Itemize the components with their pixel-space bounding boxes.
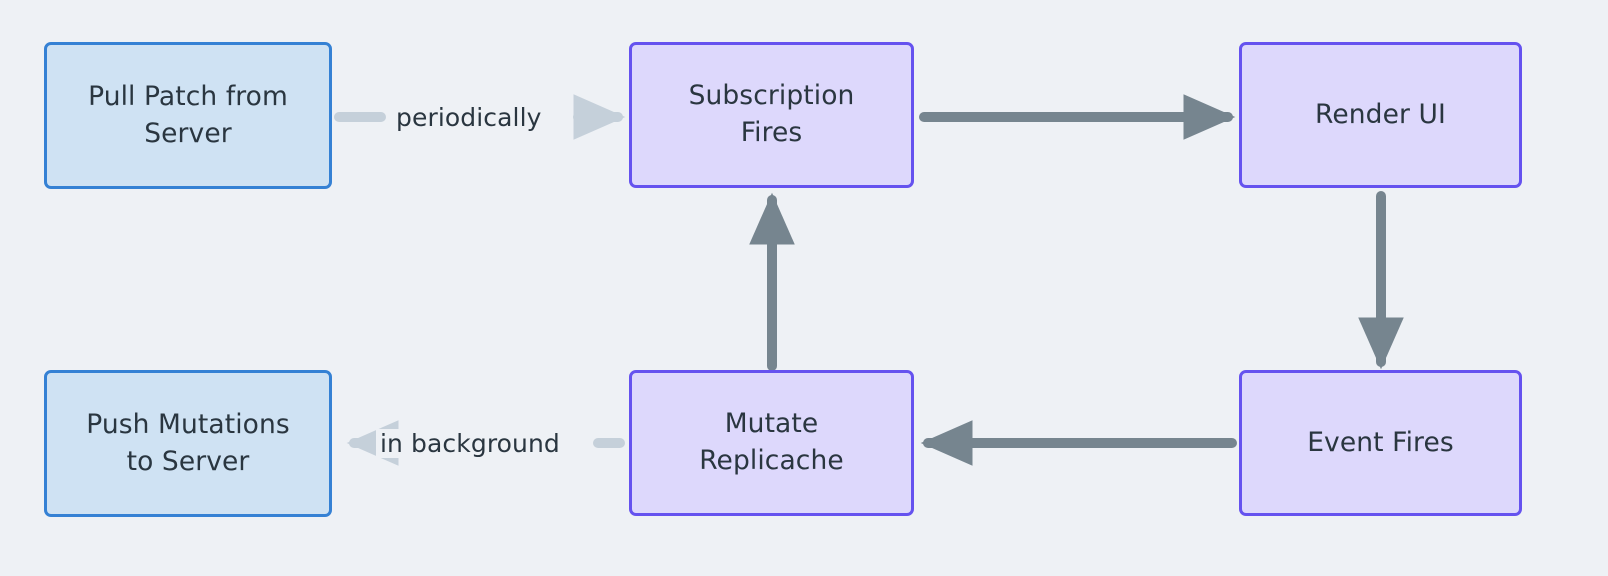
node-label: Pull Patch from Server — [88, 80, 288, 149]
edge-label-in-background: in background — [376, 429, 564, 458]
node-label: Mutate Replicache — [699, 408, 844, 476]
node-event-fires[interactable]: Event Fires — [1239, 370, 1522, 516]
node-push-mutations-to-server[interactable]: Push Mutations to Server — [44, 370, 332, 517]
node-subscription-fires[interactable]: Subscription Fires — [629, 42, 914, 188]
node-render-ui[interactable]: Render UI — [1239, 42, 1522, 188]
edge-label-periodically: periodically — [392, 103, 546, 132]
node-label: Push Mutations to Server — [86, 408, 290, 477]
node-label: Render UI — [1315, 98, 1446, 130]
node-mutate-replicache[interactable]: Mutate Replicache — [629, 370, 914, 516]
node-pull-patch-from-server[interactable]: Pull Patch from Server — [44, 42, 332, 189]
node-label: Event Fires — [1307, 426, 1454, 458]
node-label: Subscription Fires — [688, 80, 855, 148]
